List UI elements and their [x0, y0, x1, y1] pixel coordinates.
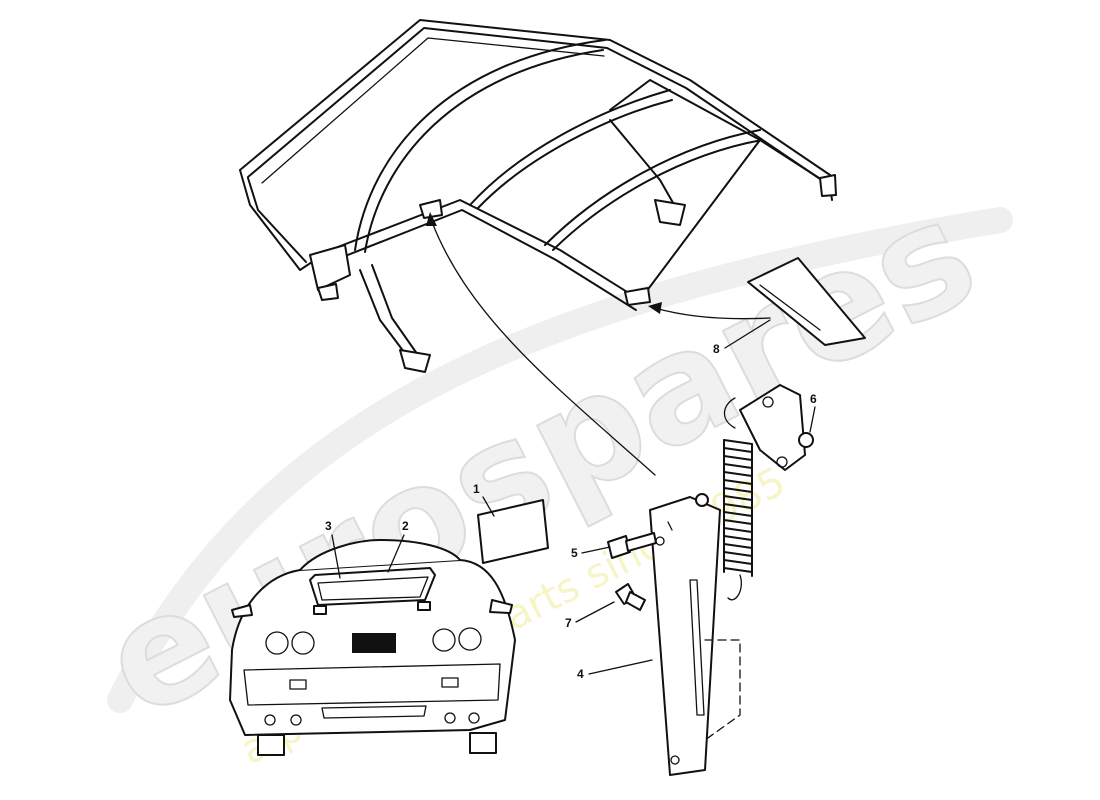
hood-frame [239, 19, 837, 373]
callouts: 1 2 3 4 5 6 7 8 [325, 319, 817, 681]
callout-5: 5 [571, 546, 611, 560]
callout-2: 2 [387, 519, 409, 573]
svg-text:1: 1 [473, 482, 480, 496]
svg-text:5: 5 [571, 546, 578, 560]
watermark-logo: eurospares [77, 166, 1001, 752]
callout-4: 4 [577, 659, 653, 681]
callout-1: 1 [473, 482, 495, 517]
svg-text:4: 4 [577, 667, 584, 681]
tension-spring [723, 397, 753, 601]
spring-bracket [739, 384, 814, 471]
svg-text:3: 3 [325, 519, 332, 533]
callout-7: 7 [565, 601, 615, 630]
screw [615, 583, 646, 611]
callout-3: 3 [325, 519, 341, 579]
callout-8: 8 [713, 319, 771, 356]
watermark: eurospares a passion for parts since 198… [76, 165, 1013, 774]
label-plate [477, 499, 549, 564]
svg-text:6: 6 [810, 392, 817, 406]
bolt [607, 532, 665, 559]
spring-guard [747, 257, 866, 346]
car-rear-view [229, 539, 516, 756]
mounting-plate [649, 493, 741, 776]
svg-text:2: 2 [402, 519, 409, 533]
callout-6: 6 [809, 392, 817, 433]
svg-text:8: 8 [713, 342, 720, 356]
svg-text:7: 7 [565, 616, 572, 630]
